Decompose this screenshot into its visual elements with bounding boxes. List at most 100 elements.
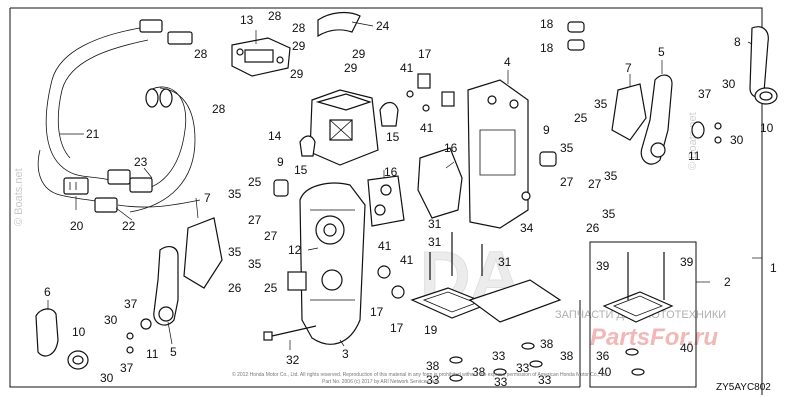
callout-21: 21 xyxy=(86,127,100,141)
callout-15: 15 xyxy=(386,130,400,144)
plate-19b xyxy=(468,279,562,323)
callout-41: 41 xyxy=(420,121,434,135)
callout-28: 28 xyxy=(194,47,208,61)
copyright-line-2: Part No. 2006 (c) 2017 by ARI Network Se… xyxy=(322,379,440,385)
callout-13: 13 xyxy=(240,13,254,27)
callout-6: 6 xyxy=(44,285,51,299)
callout-38: 38 xyxy=(560,349,574,363)
callout-29: 29 xyxy=(292,39,306,53)
callout-24: 24 xyxy=(376,19,390,33)
callout-4: 4 xyxy=(504,55,511,69)
callout-41: 41 xyxy=(400,253,414,267)
cover-16 xyxy=(417,147,463,219)
callout-33: 33 xyxy=(426,373,440,387)
callout-26: 26 xyxy=(586,221,600,235)
callout-35: 35 xyxy=(594,97,608,111)
callout-35: 35 xyxy=(602,207,616,221)
callout-20: 20 xyxy=(70,219,84,233)
gear-plate-16 xyxy=(367,175,405,227)
callout-34: 34 xyxy=(520,221,534,235)
callout-7: 7 xyxy=(625,61,632,75)
callout-37: 37 xyxy=(120,361,134,375)
cover-24 xyxy=(317,11,361,38)
kit-2-frame xyxy=(589,241,697,388)
cap-10-right xyxy=(754,87,778,105)
callout-33: 33 xyxy=(538,373,552,387)
callout-3: 3 xyxy=(342,347,349,361)
watermark-left: © Boats.net xyxy=(13,168,25,226)
callout-11: 11 xyxy=(146,347,159,361)
small-parts-misc xyxy=(126,21,722,354)
callout-31: 31 xyxy=(498,255,512,269)
callout-18: 18 xyxy=(540,17,554,31)
nuts-33-38 xyxy=(449,342,645,382)
callout-27: 27 xyxy=(588,177,602,191)
callout-27: 27 xyxy=(248,213,262,227)
callout-2: 2 xyxy=(724,275,731,289)
callout-17: 17 xyxy=(390,321,404,335)
watermark-brand: PartsFor.ru xyxy=(590,324,718,351)
leader-lines xyxy=(47,21,762,350)
bolt-32 xyxy=(263,325,317,341)
callout-29: 29 xyxy=(352,47,366,61)
wire-harness-22 xyxy=(37,149,201,213)
bolts-31 xyxy=(429,232,483,280)
callout-10: 10 xyxy=(72,325,86,339)
diagram-code: ZY5AYC802 xyxy=(716,382,771,393)
callout-9: 9 xyxy=(543,123,550,137)
cover-7-left xyxy=(183,217,223,289)
callout-30: 30 xyxy=(722,77,736,91)
callout-33: 33 xyxy=(516,361,530,375)
control-body-3 xyxy=(299,182,366,345)
callout-31: 31 xyxy=(428,217,442,231)
copyright-line-1: © 2012 Honda Motor Co., Ltd. All rights … xyxy=(232,371,609,378)
callout-25: 25 xyxy=(248,175,262,189)
switch-bracket-13 xyxy=(231,37,291,77)
callout-40: 40 xyxy=(598,365,612,379)
callout-27: 27 xyxy=(264,229,278,243)
callout-5: 5 xyxy=(658,45,665,59)
callout-17: 17 xyxy=(370,305,384,319)
callout-28: 28 xyxy=(292,21,306,35)
callout-28: 28 xyxy=(268,9,282,23)
callout-1: 1 xyxy=(770,261,777,275)
callout-35: 35 xyxy=(604,169,618,183)
lever-5-left xyxy=(153,246,179,326)
callout-14: 14 xyxy=(268,129,282,143)
callout-37: 37 xyxy=(698,87,712,101)
callout-32: 32 xyxy=(286,353,300,367)
callout-25: 25 xyxy=(264,281,278,295)
callout-30: 30 xyxy=(100,371,114,385)
callout-38: 38 xyxy=(472,365,486,379)
callout-29: 29 xyxy=(344,61,358,75)
callout-18: 18 xyxy=(540,41,554,55)
cap-10-left xyxy=(67,350,89,370)
diagram-frame xyxy=(9,7,763,388)
plate-4 xyxy=(467,79,529,229)
handle-8 xyxy=(749,26,769,98)
grommet-15b xyxy=(299,135,316,157)
callout-35: 35 xyxy=(560,141,574,155)
lever-5-right xyxy=(640,74,673,165)
callout-7: 7 xyxy=(204,191,211,205)
connector-20 xyxy=(63,177,89,195)
callout-35: 35 xyxy=(228,187,242,201)
callout-36: 36 xyxy=(596,349,610,363)
callout-38: 38 xyxy=(426,359,440,373)
callout-27: 27 xyxy=(560,175,574,189)
callout-9: 9 xyxy=(277,155,284,169)
callout-33: 33 xyxy=(494,375,508,389)
callout-12: 12 xyxy=(288,243,302,257)
callout-41: 41 xyxy=(378,239,392,253)
callout-33: 33 xyxy=(492,349,506,363)
callout-40: 40 xyxy=(680,341,694,355)
callout-26: 26 xyxy=(228,281,242,295)
callout-25: 25 xyxy=(574,111,588,125)
callout-11: 11 xyxy=(688,149,701,163)
knob-6 xyxy=(35,308,59,357)
grommet-15 xyxy=(379,101,399,127)
callout-16: 16 xyxy=(444,141,458,155)
bolts-39 xyxy=(627,252,665,300)
cover-7-right xyxy=(611,83,647,141)
